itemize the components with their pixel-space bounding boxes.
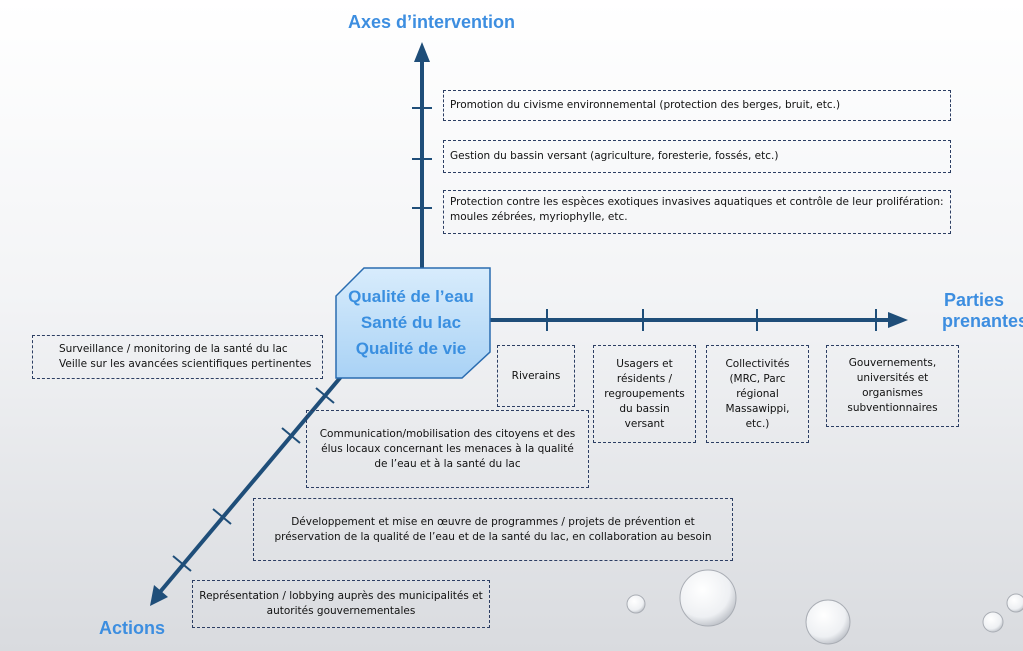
action-box: Représentation / lobbying auprès des mun… — [192, 580, 490, 628]
vertical-axis-title: Axes d’intervention — [348, 12, 516, 32]
bubble-decoration — [679, 569, 737, 627]
horizontal-axis-title: Parties prenantes — [942, 290, 1023, 332]
bubble-decoration — [805, 599, 851, 645]
center-label-line1: Qualité de l’eau — [348, 287, 474, 306]
horizontal-axis-title-line2: prenantes — [942, 311, 1023, 331]
center-label: Qualité de l’eau Santé du lac Qualité de… — [336, 284, 486, 362]
stakeholder-box: Collectivités (MRC, Parc régional Massaw… — [706, 345, 809, 443]
diagonal-axis-title: Actions — [99, 618, 166, 638]
diagonal-axis-tick — [281, 427, 301, 444]
center-label-line3: Qualité de vie — [355, 339, 467, 358]
intervention-box: Promotion du civisme environnemental (pr… — [443, 90, 951, 121]
horizontal-axis-title-line1: Parties — [944, 290, 1005, 310]
diagonal-axis-tick — [315, 387, 335, 404]
bubble-decoration — [626, 594, 646, 614]
diagonal-axis-arrowhead — [150, 585, 168, 606]
diagonal-axis — [158, 370, 347, 594]
action-box: Surveillance / monitoring de la santé du… — [32, 335, 323, 379]
action-box: Communication/mobilisation des citoyens … — [306, 410, 589, 488]
diagonal-axis-tick — [172, 555, 192, 572]
decorative-bubbles — [626, 569, 1023, 645]
center-label-line2: Santé du lac — [360, 313, 462, 332]
intervention-box: Protection contre les espèces exotiques … — [443, 190, 951, 234]
bubble-decoration — [1006, 593, 1023, 613]
stakeholder-box: Riverains — [497, 345, 575, 407]
center-node — [335, 267, 491, 379]
stakeholder-box: Usagers et résidents / regroupements du … — [593, 345, 696, 443]
stakeholder-box: Gouvernements, universités et organismes… — [826, 345, 959, 427]
action-box: Développement et mise en œuvre de progra… — [253, 498, 733, 561]
diagonal-axis-tick — [212, 508, 232, 525]
vertical-axis-arrowhead — [414, 42, 430, 62]
bubble-decoration — [982, 611, 1004, 633]
horizontal-axis-arrowhead — [888, 312, 908, 328]
intervention-box: Gestion du bassin versant (agriculture, … — [443, 140, 951, 173]
